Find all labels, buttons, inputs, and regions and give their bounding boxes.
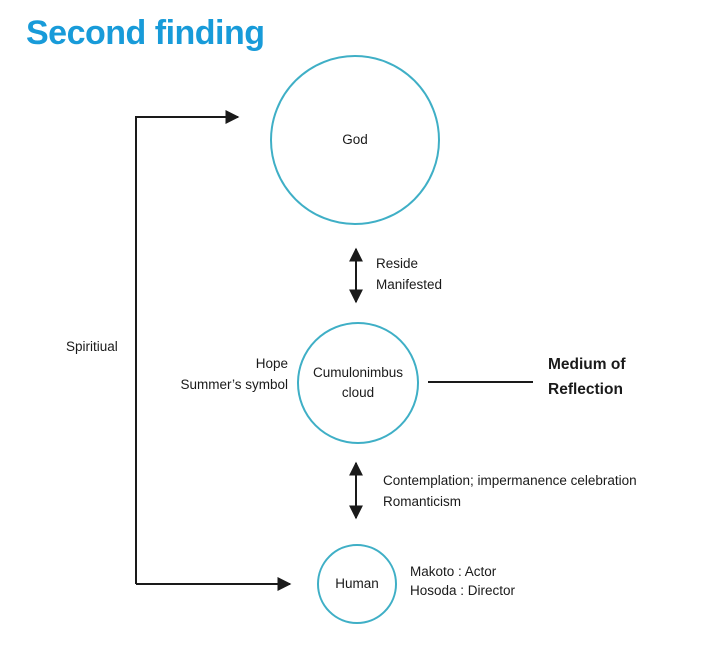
label-summers-symbol: Summer’s symbol [180, 377, 288, 392]
label-medium-of-reflection: Medium of Reflection [548, 356, 626, 398]
label-cloud-left: Hope Summer’s symbol [160, 353, 288, 395]
node-god-label: God [342, 132, 368, 147]
page-title: Second finding [26, 14, 265, 52]
label-human-right: Makoto : Actor Hosoda : Director [410, 562, 515, 600]
label-spiritual: Spiritiual [66, 339, 118, 354]
label-contemplation: Contemplation; impermanence celebration [383, 473, 637, 488]
node-human: Human [317, 544, 397, 624]
label-cloud-human-relation: Contemplation; impermanence celebration … [383, 470, 637, 512]
node-cumulonimbus-cloud-label: Cumulonimbus cloud [312, 365, 404, 400]
node-cumulonimbus-cloud: Cumulonimbus cloud [297, 322, 419, 444]
node-god: God [270, 55, 440, 225]
label-manifested: Manifested [376, 277, 443, 292]
label-makoto-actor: Makoto : Actor [410, 564, 497, 579]
bracket-arrow-to-god [135, 110, 240, 584]
label-reside: Reside [376, 256, 419, 271]
label-god-cloud-relation: Reside Manifested [376, 253, 442, 295]
label-hope: Hope [255, 356, 288, 371]
label-romanticism: Romanticism [383, 494, 462, 509]
label-hosoda-director: Hosoda : Director [410, 583, 516, 598]
node-human-label: Human [335, 576, 379, 591]
